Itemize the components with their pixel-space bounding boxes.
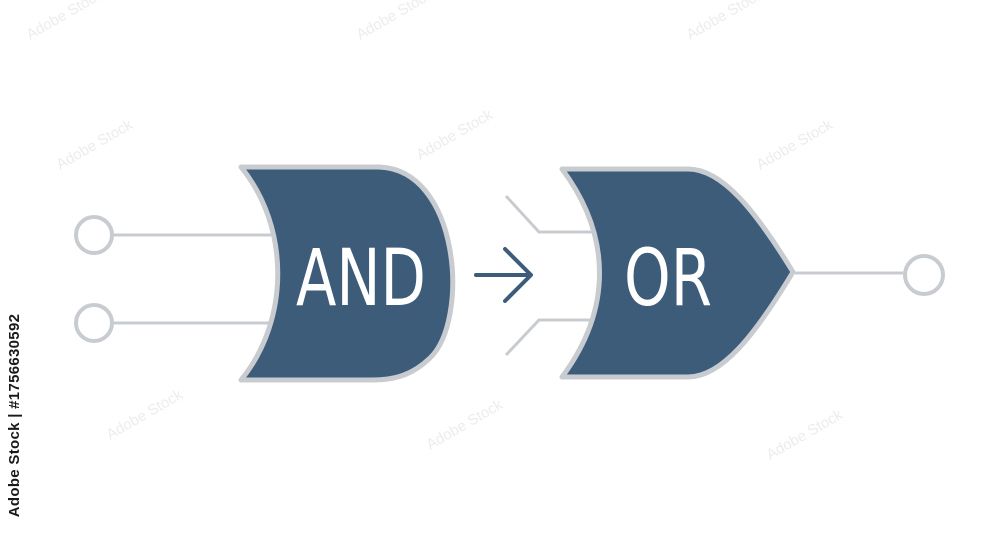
stock-image-id: Adobe Stock | #1756630592 bbox=[4, 298, 26, 533]
output-terminal bbox=[903, 254, 945, 296]
or-input-wire-top bbox=[504, 194, 597, 234]
input-terminal-a bbox=[74, 215, 114, 255]
svg-text:Adobe Stock: Adobe Stock bbox=[24, 0, 107, 43]
svg-text:Adobe Stock: Adobe Stock bbox=[424, 396, 507, 454]
and-gate-label: AND bbox=[296, 234, 426, 324]
and-gate-body bbox=[238, 164, 456, 383]
svg-text:Adobe Stock: Adobe Stock bbox=[754, 116, 837, 174]
svg-text:Adobe Stock: Adobe Stock bbox=[54, 116, 137, 174]
svg-text:Adobe Stock: Adobe Stock bbox=[354, 0, 437, 43]
svg-text:Adobe Stock: Adobe Stock bbox=[764, 406, 847, 464]
arrow-right-icon bbox=[474, 247, 533, 303]
svg-text:Adobe Stock: Adobe Stock bbox=[414, 106, 497, 164]
svg-text:Adobe Stock: Adobe Stock bbox=[104, 386, 187, 444]
stock-image-id-text: Adobe Stock | #1756630592 bbox=[6, 313, 24, 518]
or-input-wire-bottom bbox=[504, 318, 597, 357]
or-gate-label: OR bbox=[624, 234, 712, 324]
svg-text:Adobe Stock: Adobe Stock bbox=[684, 0, 767, 43]
or-gate-body bbox=[559, 166, 796, 380]
input-terminal-b bbox=[74, 303, 114, 343]
